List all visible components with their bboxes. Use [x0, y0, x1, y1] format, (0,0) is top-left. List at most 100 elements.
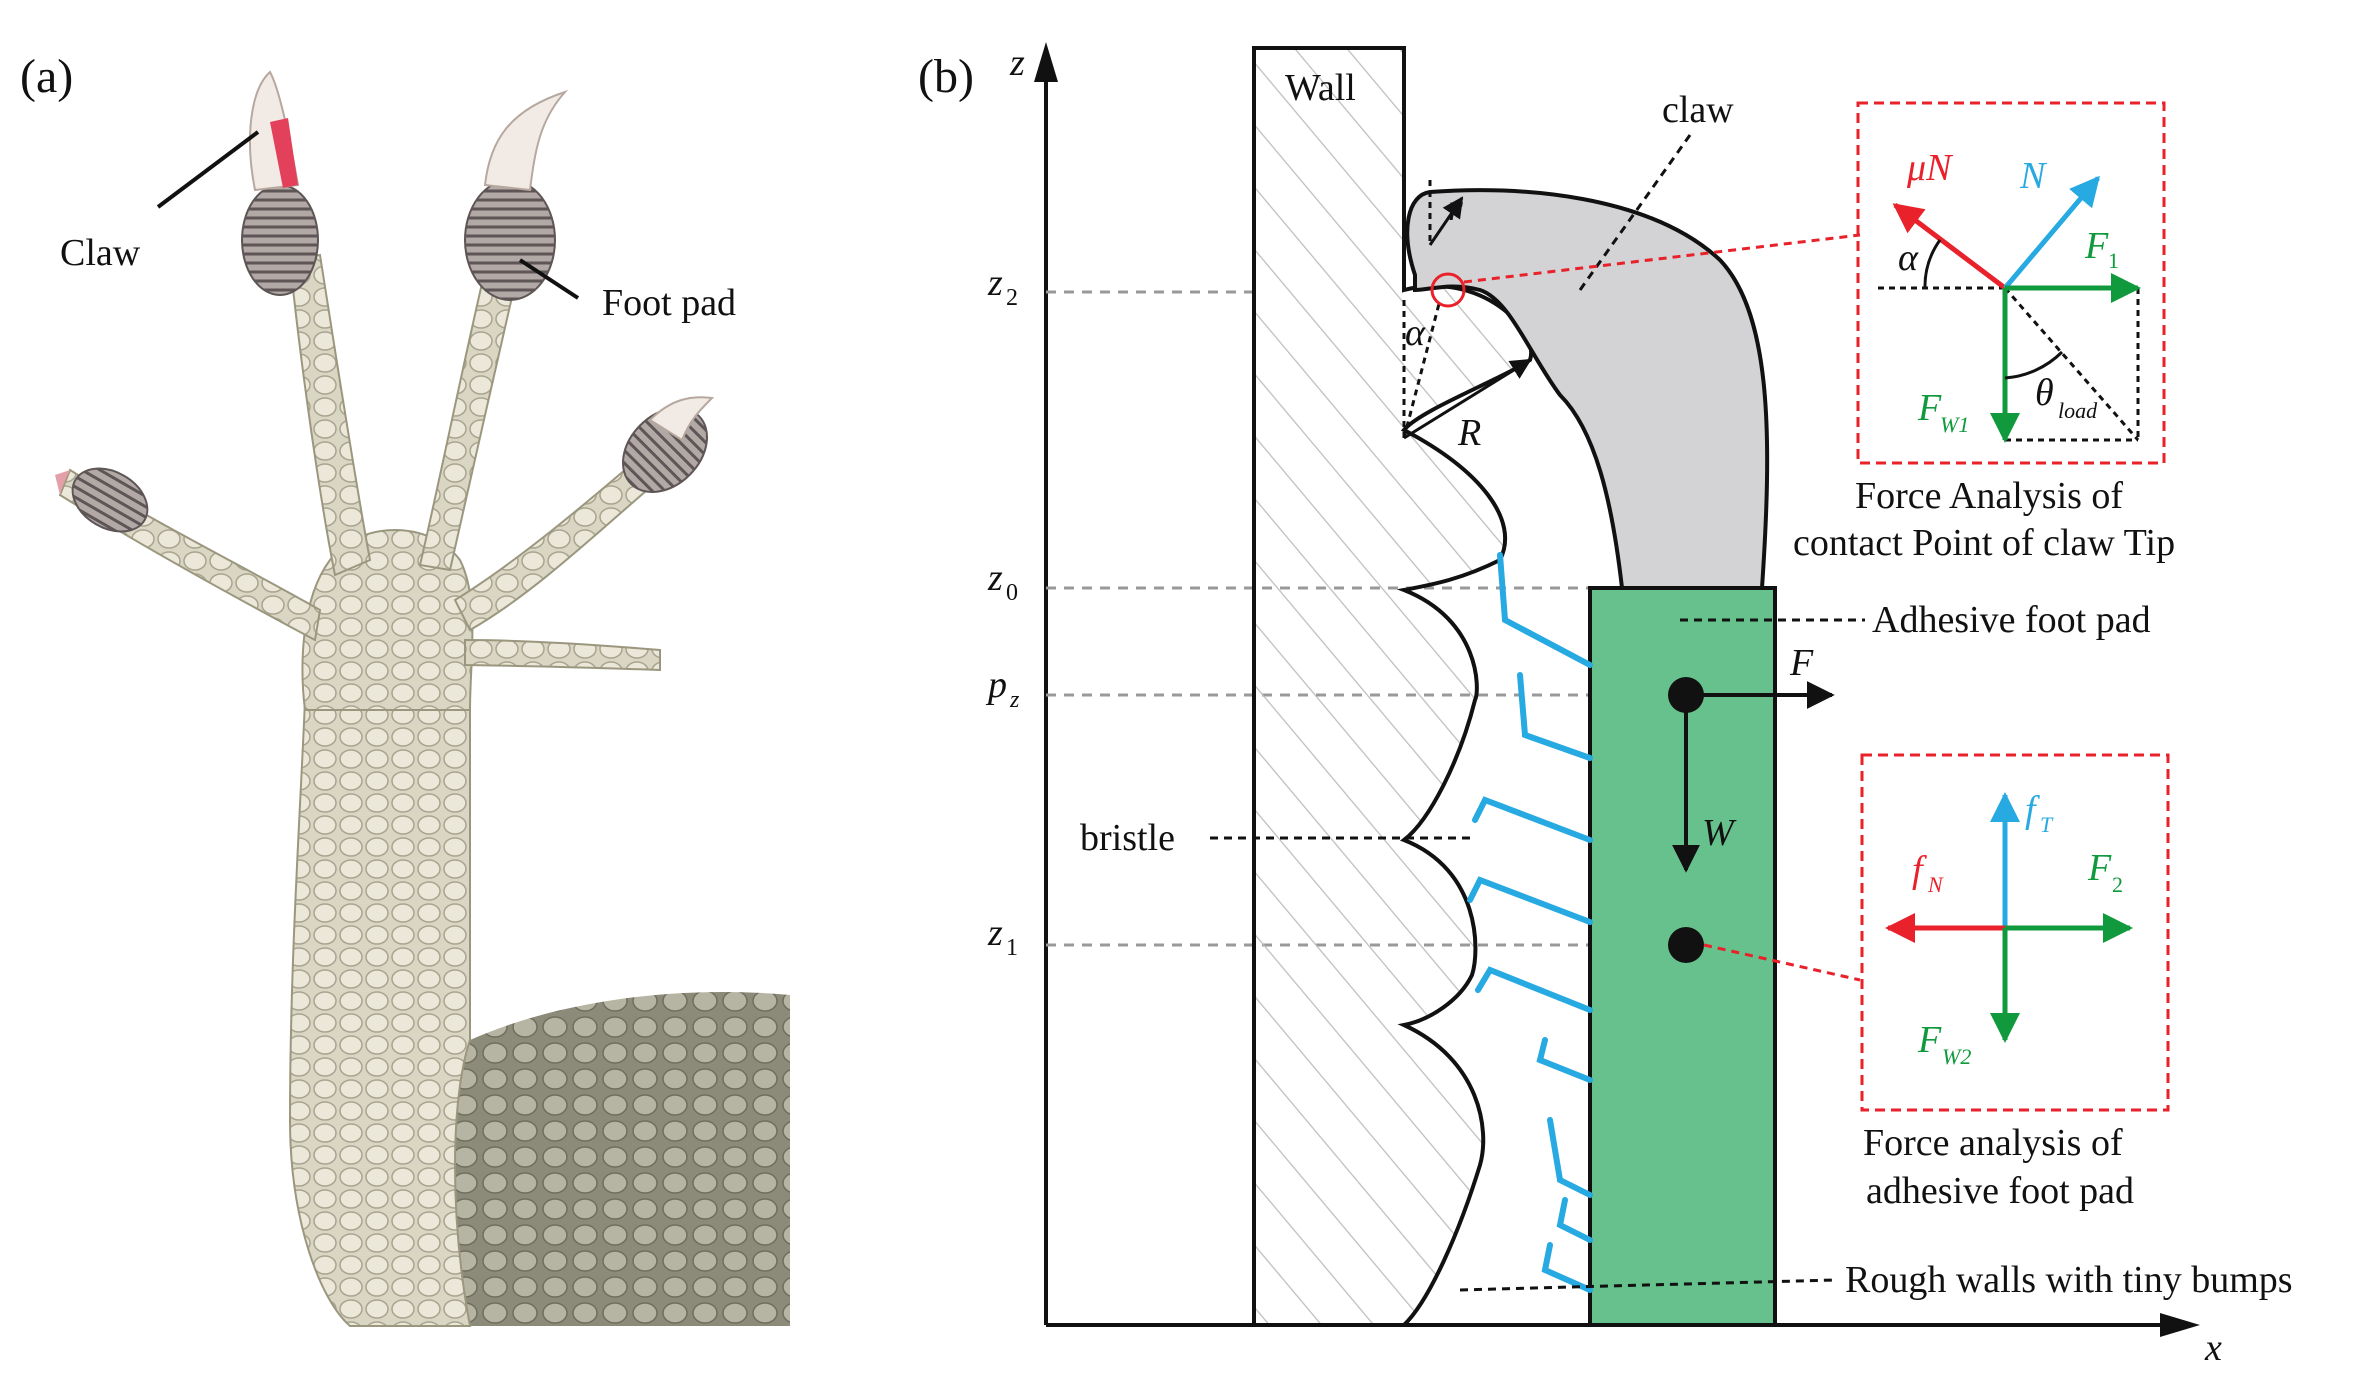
svg-text:N: N: [1927, 872, 1944, 897]
panel-a: (a) Claw: [20, 50, 790, 1327]
z0-label: z 0: [987, 557, 1018, 606]
R-label: R: [1457, 412, 1481, 454]
rough-wall: [1252, 46, 1534, 1327]
claw-label: claw: [1662, 89, 1734, 131]
svg-text:W2: W2: [1942, 1044, 1971, 1069]
alpha-arc: [1923, 239, 1942, 289]
claw-pointer: [156, 130, 260, 209]
svg-text:z: z: [987, 557, 1003, 599]
svg-text:load: load: [2058, 398, 2098, 423]
svg-text:F: F: [2087, 847, 2112, 889]
N-label: N: [2019, 155, 2048, 197]
F2-label: F 2: [2087, 847, 2123, 897]
gecko-leg: [288, 699, 472, 1327]
gecko-toe-4: [464, 638, 661, 672]
gecko-toe-1: [288, 253, 372, 577]
svg-text:z: z: [987, 262, 1003, 304]
gecko-palm: [301, 529, 474, 711]
foot-pad-label: Foot pad: [602, 282, 736, 324]
z2-label: z 2: [987, 262, 1018, 311]
W-label: W: [1702, 812, 1737, 854]
pz-label: p z: [985, 664, 1020, 713]
z-axis-label: z: [1009, 42, 1025, 84]
F-label: F: [1789, 642, 1814, 684]
claw-box-connector: [1463, 233, 1861, 284]
svg-text:T: T: [2040, 812, 2054, 837]
z-axis-arrowhead: [1034, 42, 1058, 82]
box2-caption-2: adhesive foot pad: [1866, 1170, 2134, 1212]
box1-caption-1: Force Analysis of: [1855, 475, 2123, 517]
claw-pointer: [1578, 134, 1692, 291]
claw-tip-2: [483, 89, 569, 192]
bristle: [1536, 1037, 1593, 1083]
svg-text:2: 2: [1006, 285, 1018, 311]
x-axis-label: x: [2204, 1327, 2222, 1369]
pad-force-box-frame: [1860, 753, 2170, 1112]
FW1-label: F W1: [1917, 387, 1969, 437]
N-arrow: [2003, 175, 2100, 290]
muN-label: μN: [1906, 147, 1954, 189]
panel-a-label: (a): [20, 50, 73, 103]
svg-text:z: z: [987, 912, 1003, 954]
gecko-body-skin: [420, 992, 790, 1326]
force-point-z1: [1668, 927, 1704, 963]
r-arrow: [1428, 196, 1464, 246]
svg-text:F: F: [1917, 1019, 1942, 1061]
rough-pointer: [1459, 1278, 1836, 1292]
z1-label: z 1: [987, 912, 1018, 961]
fT-label: f T: [2025, 789, 2054, 837]
bristle: [1472, 796, 1593, 843]
theta-arc: [2004, 350, 2064, 380]
svg-text:W1: W1: [1940, 412, 1969, 437]
bristles: [1467, 552, 1593, 1293]
bristle: [1541, 1242, 1593, 1293]
bristle: [1467, 876, 1593, 925]
pad-box-connector: [1703, 943, 1861, 982]
alpha-label: α: [1405, 312, 1426, 354]
svg-text:f: f: [1912, 849, 1927, 891]
gecko-foot-illustration: [55, 70, 790, 1327]
bristle: [1475, 966, 1593, 1013]
claw-force-box-frame: [1856, 101, 2166, 465]
svg-text:F: F: [1917, 387, 1942, 429]
bristle-label: bristle: [1080, 817, 1175, 859]
fN-label: f N: [1912, 849, 1944, 897]
wall-label: Wall: [1285, 67, 1356, 109]
box1-alpha-label: α: [1898, 237, 1919, 279]
diag-dashed: [2003, 287, 2140, 441]
pad-label: Adhesive foot pad: [1872, 599, 2151, 641]
foot-pad-pointer: [518, 258, 580, 300]
claw-tip-5: [55, 470, 70, 495]
claw-tip-3: [648, 396, 715, 442]
claw-force-box: μN N F 1 α θ load F W1 Force Analysis of…: [1793, 101, 2175, 564]
bristle: [1547, 1117, 1593, 1198]
claw-contact-point: [1430, 272, 1466, 308]
toe-pad-5: [71, 467, 149, 533]
bristle: [1497, 552, 1593, 668]
bristle: [1556, 1197, 1593, 1243]
R-arrow: [1403, 358, 1532, 440]
panel-b-label: (b): [918, 50, 974, 103]
toe-pad-2: [464, 179, 556, 301]
muN-arrow: [1892, 203, 2007, 290]
svg-text:f: f: [2025, 789, 2040, 831]
alpha-line: [1402, 299, 1442, 439]
box1-caption-2: contact Point of claw Tip: [1793, 522, 2175, 564]
FW2-label: F W2: [1917, 1019, 1971, 1069]
theta-load-label: θ load: [2035, 372, 2098, 423]
r-label: r: [1448, 187, 1463, 229]
box2-caption-1: Force analysis of: [1863, 1122, 2123, 1164]
svg-text:z: z: [1009, 687, 1020, 713]
svg-text:1: 1: [2108, 248, 2119, 273]
svg-text:θ: θ: [2035, 372, 2054, 414]
bristle: [1517, 672, 1593, 761]
F1-label: F 1: [2084, 225, 2119, 273]
svg-text:0: 0: [1006, 580, 1018, 606]
svg-text:1: 1: [1006, 935, 1018, 961]
claw-shape: [1405, 188, 1770, 590]
svg-text:p: p: [985, 664, 1007, 706]
panel-b: (b) z x z 2 z 0 p z z 1 Wall: [918, 42, 2293, 1369]
x-axis-arrowhead: [2160, 1313, 2200, 1337]
svg-text:F: F: [2084, 225, 2109, 267]
